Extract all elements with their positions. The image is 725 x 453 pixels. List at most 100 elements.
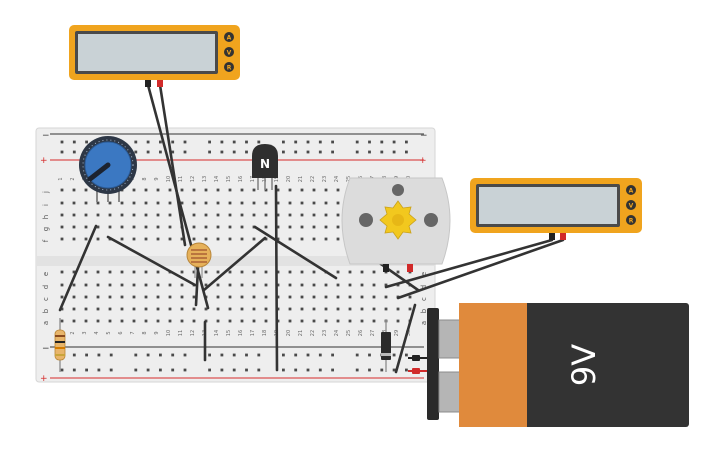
rail-hole-0-15[interactable] [245, 140, 248, 144]
hole-e22[interactable] [312, 270, 316, 274]
rail-hole-3-1[interactable] [72, 368, 76, 372]
hole-d22[interactable] [312, 283, 316, 287]
hole-b14[interactable] [216, 307, 220, 311]
hole-d3[interactable] [84, 283, 88, 287]
rail-hole-3-18[interactable] [282, 368, 285, 372]
hole-a9[interactable] [156, 319, 160, 323]
hole-i23[interactable] [324, 201, 328, 205]
hole-h12[interactable] [192, 213, 196, 217]
rail-hole-3-28[interactable] [405, 368, 408, 372]
hole-c25[interactable] [348, 295, 352, 299]
hole-h7[interactable] [132, 213, 136, 217]
hole-c7[interactable] [132, 295, 136, 299]
hole-g1[interactable] [60, 225, 64, 229]
hole-c21[interactable] [300, 295, 304, 299]
hole-h20[interactable] [288, 213, 292, 217]
hole-e29[interactable] [396, 270, 400, 274]
hole-d7[interactable] [132, 283, 136, 287]
rail-hole-1-24[interactable] [355, 150, 359, 154]
rail-hole-2-21[interactable] [318, 353, 322, 357]
multimeter-top-button-a[interactable]: A [224, 32, 234, 42]
hole-i24[interactable] [336, 201, 340, 205]
hole-a5[interactable] [108, 319, 112, 323]
rail-hole-2-8[interactable] [159, 353, 162, 357]
hole-h6[interactable] [120, 213, 124, 217]
hole-b5[interactable] [108, 307, 112, 311]
hole-d24[interactable] [336, 283, 340, 287]
hole-j8[interactable] [144, 188, 148, 192]
rail-hole-0-14[interactable] [232, 140, 236, 144]
rail-hole-2-16[interactable] [257, 353, 261, 357]
hole-d26[interactable] [360, 283, 364, 287]
rail-hole-2-9[interactable] [171, 353, 175, 357]
rail-hole-3-8[interactable] [159, 368, 162, 372]
hole-d28[interactable] [384, 283, 388, 287]
hole-e13[interactable] [204, 270, 208, 274]
hole-d2[interactable] [72, 283, 76, 287]
potentiometer[interactable] [79, 136, 137, 202]
hole-f23[interactable] [324, 237, 328, 241]
multimeter-top-button-r[interactable]: R [224, 62, 234, 72]
hole-h18[interactable] [264, 213, 268, 217]
hole-j17[interactable] [252, 188, 256, 192]
hole-f12[interactable] [192, 237, 196, 241]
hole-j3[interactable] [84, 188, 88, 192]
wire-right-meter-black[interactable] [384, 238, 554, 289]
hole-g10[interactable] [168, 225, 172, 229]
rail-hole-0-26[interactable] [380, 140, 384, 144]
rail-hole-1-0[interactable] [60, 150, 64, 154]
hole-b21[interactable] [300, 307, 304, 311]
rail-hole-1-14[interactable] [232, 150, 236, 154]
hole-j22[interactable] [312, 188, 316, 192]
motor-terminal-black[interactable] [383, 264, 389, 272]
hole-f21[interactable] [300, 237, 304, 241]
hole-h5[interactable] [108, 213, 112, 217]
rail-hole-3-9[interactable] [171, 368, 175, 372]
hole-b18[interactable] [264, 307, 268, 311]
hole-j19[interactable] [276, 188, 280, 192]
multimeter-top-probe-black[interactable] [145, 80, 151, 87]
rail-hole-0-20[interactable] [306, 140, 310, 144]
hole-a17[interactable] [252, 319, 256, 323]
hole-a2[interactable] [72, 319, 76, 323]
hole-b25[interactable] [348, 307, 352, 311]
rail-hole-3-20[interactable] [306, 368, 310, 372]
hole-e12[interactable] [192, 270, 196, 274]
hole-f18[interactable] [264, 237, 268, 241]
hole-a25[interactable] [348, 319, 352, 323]
diode[interactable] [381, 320, 391, 372]
hole-f10[interactable] [168, 237, 172, 241]
rail-hole-1-28[interactable] [405, 150, 408, 154]
rail-hole-0-1[interactable] [72, 140, 76, 144]
hole-g4[interactable] [96, 225, 100, 229]
hole-a16[interactable] [240, 319, 244, 323]
hole-c18[interactable] [264, 295, 268, 299]
hole-g5[interactable] [108, 225, 112, 229]
rail-hole-2-14[interactable] [232, 353, 236, 357]
hole-d4[interactable] [96, 283, 100, 287]
rail-hole-2-2[interactable] [85, 353, 88, 357]
hole-e5[interactable] [108, 270, 112, 274]
hole-g12[interactable] [192, 225, 196, 229]
hole-a3[interactable] [84, 319, 88, 323]
hole-a29[interactable] [396, 319, 400, 323]
hole-a18[interactable] [264, 319, 268, 323]
hole-i20[interactable] [288, 201, 292, 205]
rail-hole-1-12[interactable] [208, 150, 211, 154]
multimeter-right-probe-black[interactable] [549, 233, 555, 240]
hole-j10[interactable] [168, 188, 172, 192]
hole-d9[interactable] [156, 283, 160, 287]
hole-d23[interactable] [324, 283, 328, 287]
rail-hole-2-4[interactable] [109, 353, 113, 357]
rail-hole-2-22[interactable] [331, 353, 334, 357]
hole-j11[interactable] [180, 188, 184, 192]
rail-hole-2-25[interactable] [368, 353, 371, 357]
hole-a27[interactable] [372, 319, 376, 323]
hole-a4[interactable] [96, 319, 100, 323]
hole-e21[interactable] [300, 270, 304, 274]
wire-ldr-to-transistor[interactable] [202, 236, 267, 292]
hole-g19[interactable] [276, 225, 280, 229]
hole-e2[interactable] [72, 270, 76, 274]
rail-hole-3-4[interactable] [109, 368, 113, 372]
hole-e19[interactable] [276, 270, 280, 274]
